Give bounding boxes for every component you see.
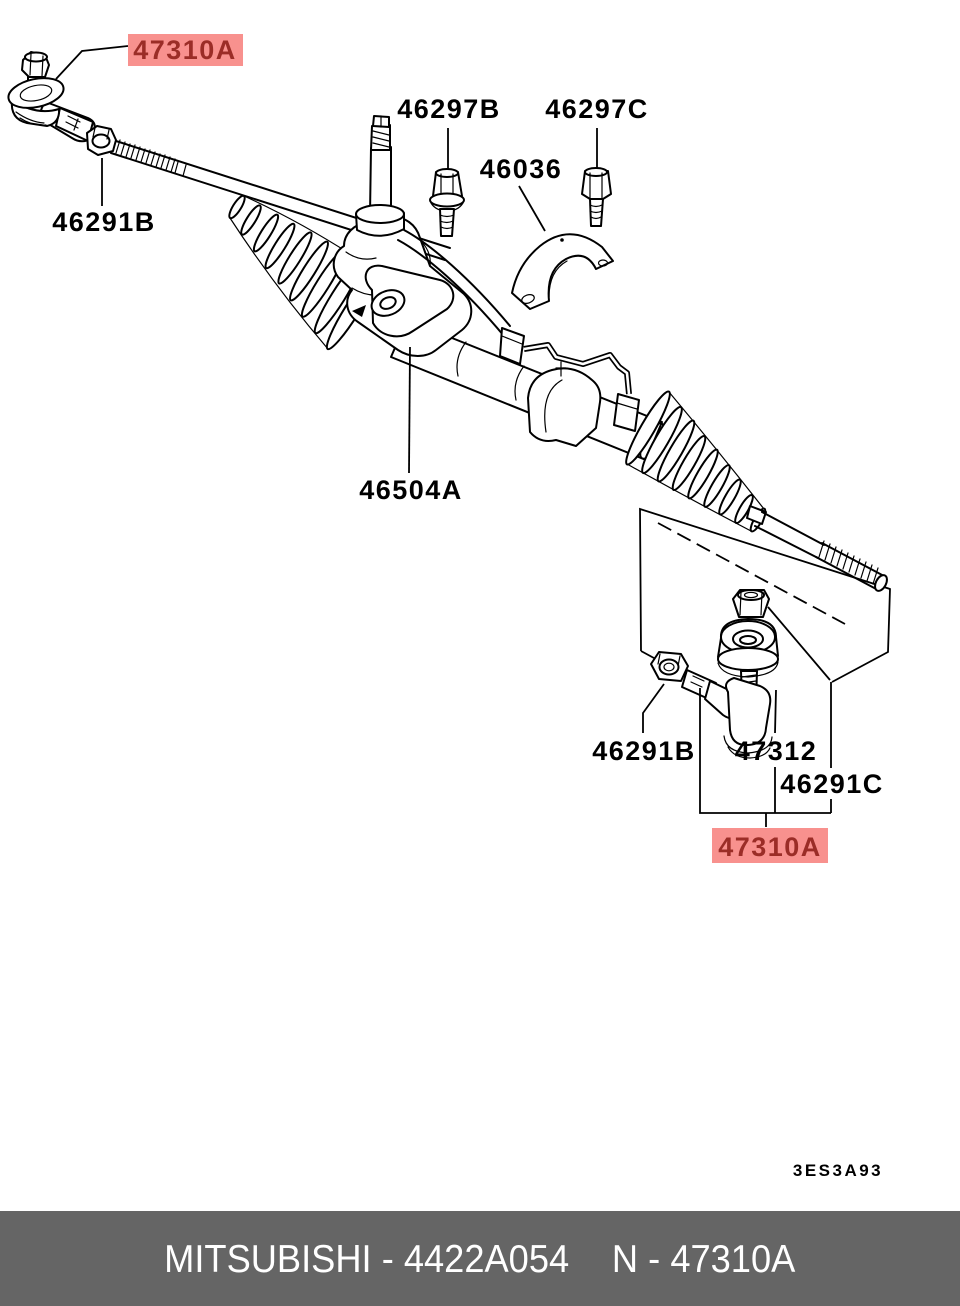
part-number-tie-rod-end-top[interactable]: 47310A [133,35,237,65]
part-labels: 47310A 46297B 46297C 46036 46291B 46504A… [52,34,884,863]
boot-right-drawing [625,390,767,533]
footer-part-ref: N - 47310A [612,1237,796,1280]
part-number-steering-gear[interactable]: 46504A [359,475,463,505]
part-number-jam-nut-right[interactable]: 46291B [592,736,696,766]
part-number-tie-rod-end-bottom[interactable]: 47310A [718,832,822,862]
hydraulic-pipes-drawing [499,327,640,432]
direction-arrow [352,305,366,317]
label-47310A-bottom[interactable]: 47310A [712,828,828,863]
highlight-box-bottom [712,828,828,863]
highlight-box-top [128,34,243,66]
part-number-bolt-b[interactable]: 46297B [397,94,501,124]
jam-nut-left-drawing [86,125,117,156]
footer-brand-part: MITSUBISHI - 4422A054 [164,1237,569,1280]
part-number-dust-cover[interactable]: 47312 [735,736,818,766]
footer-bar: MITSUBISHI - 4422A054 N - 47310A [0,1211,960,1306]
bolt-46297b-drawing [429,168,465,237]
tie-rod-end-bottom-drawing [681,669,773,759]
part-number-bolt-c[interactable]: 46297C [545,94,649,124]
jam-nut-right-drawing [650,651,689,682]
dust-cover-47312-drawing [717,618,779,678]
part-number-lock-nut[interactable]: 46291C [780,769,884,799]
drawing-code: 3ES3A93 [793,1161,883,1180]
part-number-mount-clamp[interactable]: 46036 [480,154,563,184]
lock-nut-46291c-drawing [732,589,770,618]
mount-clamp-46036-drawing [511,233,614,310]
rack-bushing-clamp-drawing [527,361,602,447]
label-47310A-top[interactable]: 47310A [128,34,243,66]
mounting-ear-drawing [352,264,455,338]
leader-lines [55,45,832,827]
part-number-jam-nut-left[interactable]: 46291B [52,207,156,237]
footer-background [0,1211,960,1306]
tie-rod-end-top-drawing [7,51,96,143]
bolt-46297c-drawing [581,167,612,227]
inner-tie-rod-right-drawing [754,511,888,592]
